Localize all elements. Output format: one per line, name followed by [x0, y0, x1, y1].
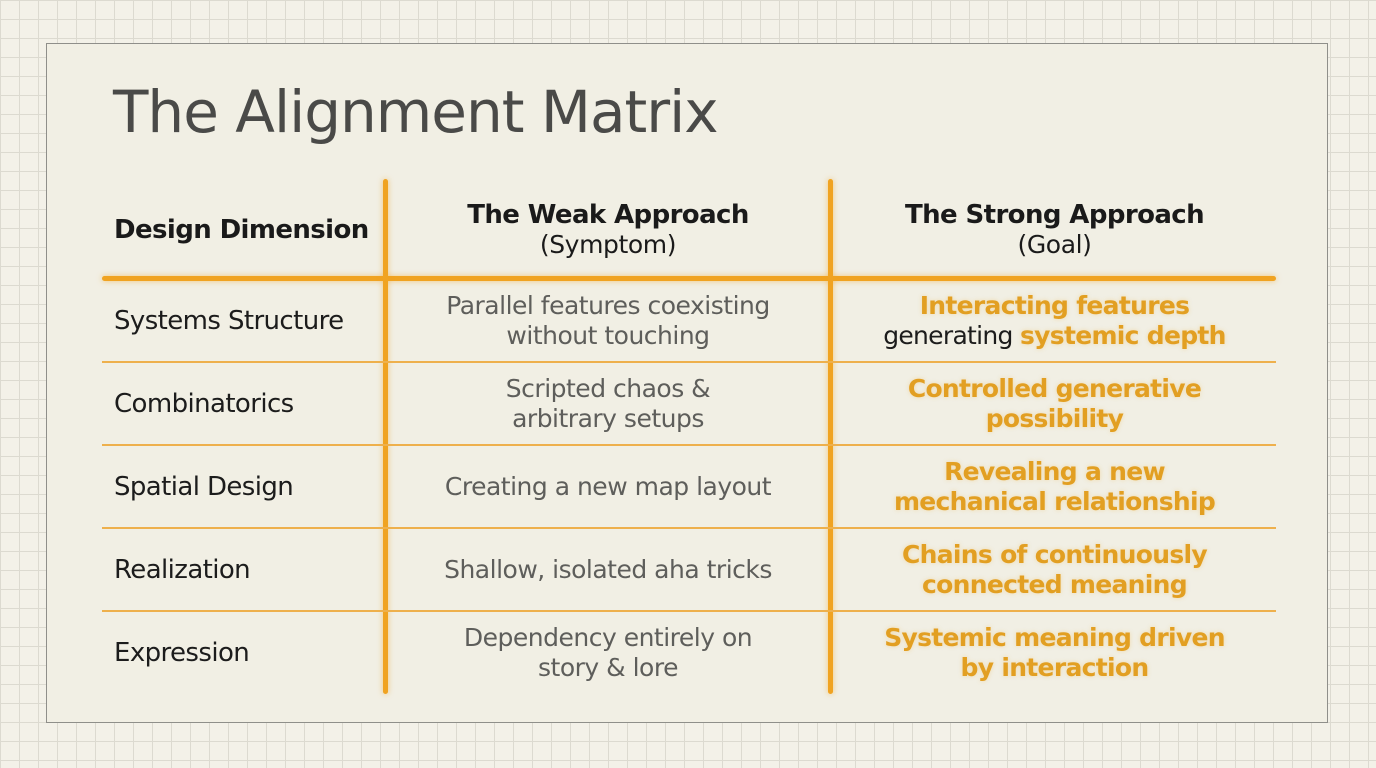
dimension-label: Spatial Design	[114, 471, 294, 502]
weak-approach-text: Dependency entirely on	[463, 623, 753, 652]
weak-approach-text: Scripted chaos &	[505, 373, 711, 403]
dimension-label: Systems Structure	[114, 306, 344, 336]
alignment-matrix-table: Design Dimension The Weak Approach (Symp…	[102, 179, 1276, 694]
dimension-label: Combinatorics	[114, 388, 294, 419]
table-row-2-dimension: Combinatorics	[102, 363, 383, 444]
strong-approach-text: possibility	[985, 403, 1124, 433]
column-divider-1	[383, 179, 388, 694]
strong-approach-text: Chains of continuously	[902, 539, 1208, 569]
column-header-weak-title: The Weak Approach	[467, 199, 749, 230]
column-header-weak-subtitle: (Symptom)	[539, 229, 677, 259]
page-title: The Alignment Matrix	[113, 78, 719, 146]
dimension-label: Expression	[114, 638, 250, 668]
strong-approach-text: connected meaning	[922, 569, 1188, 599]
weak-approach-text: arbitrary setups	[512, 403, 704, 433]
weak-approach-text: without touching	[506, 321, 710, 350]
column-header-strong-title: The Strong Approach	[904, 199, 1205, 230]
row-divider-1	[102, 361, 1276, 363]
header-cell-strong: The Strong Approach (Goal)	[833, 179, 1276, 276]
header-divider	[102, 276, 1276, 281]
weak-approach-text: Shallow, isolated aha tricks	[444, 554, 772, 584]
table-row-3-strong: Revealing a new mechanical relationship	[833, 446, 1276, 527]
table-row-5-dimension: Expression	[102, 612, 383, 694]
column-header-strong-subtitle: (Goal)	[1017, 229, 1092, 259]
strong-approach-text-line2: generating systemic depth	[883, 321, 1226, 351]
table-row-1-strong: Interacting features generating systemic…	[833, 281, 1276, 361]
weak-approach-text: Creating a new map layout	[444, 471, 772, 501]
table-row-3-dimension: Spatial Design	[102, 446, 383, 527]
strong-approach-text: Controlled generative	[907, 373, 1202, 403]
strong-approach-text: Interacting features	[919, 291, 1190, 320]
weak-approach-text: story & lore	[538, 653, 678, 682]
strong-approach-text: Revealing a new	[944, 456, 1165, 486]
strong-approach-highlight-text: systemic depth	[1019, 321, 1227, 350]
table-row-2-weak: Scripted chaos & arbitrary setups	[388, 363, 828, 444]
table-row-3-weak: Creating a new map layout	[388, 446, 828, 527]
row-divider-4	[102, 610, 1276, 612]
header-cell-dimension: Design Dimension	[102, 179, 383, 276]
weak-approach-text: Parallel features coexisting	[446, 291, 770, 320]
row-divider-3	[102, 527, 1276, 529]
strong-approach-text: Systemic meaning driven	[884, 623, 1225, 652]
column-header-dimension: Design Dimension	[114, 214, 369, 245]
dimension-label: Realization	[114, 554, 251, 585]
table-row-2-strong: Controlled generative possibility	[833, 363, 1276, 444]
table-row-5-strong: Systemic meaning driven by interaction	[833, 612, 1276, 694]
strong-approach-plain-text: generating	[883, 321, 1020, 350]
table-row-4-dimension: Realization	[102, 529, 383, 610]
table-row-1-weak: Parallel features coexisting without tou…	[388, 281, 828, 361]
strong-approach-text: by interaction	[960, 653, 1150, 682]
header-cell-weak: The Weak Approach (Symptom)	[388, 179, 828, 276]
table-row-5-weak: Dependency entirely on story & lore	[388, 612, 828, 694]
row-divider-2	[102, 444, 1276, 446]
strong-approach-text: mechanical relationship	[893, 486, 1216, 516]
column-divider-2	[828, 179, 833, 694]
table-row-4-strong: Chains of continuously connected meaning	[833, 529, 1276, 610]
table-row-4-weak: Shallow, isolated aha tricks	[388, 529, 828, 610]
slide-panel: The Alignment Matrix Design Dimension Th…	[46, 43, 1328, 723]
table-row-1-dimension: Systems Structure	[102, 281, 383, 361]
